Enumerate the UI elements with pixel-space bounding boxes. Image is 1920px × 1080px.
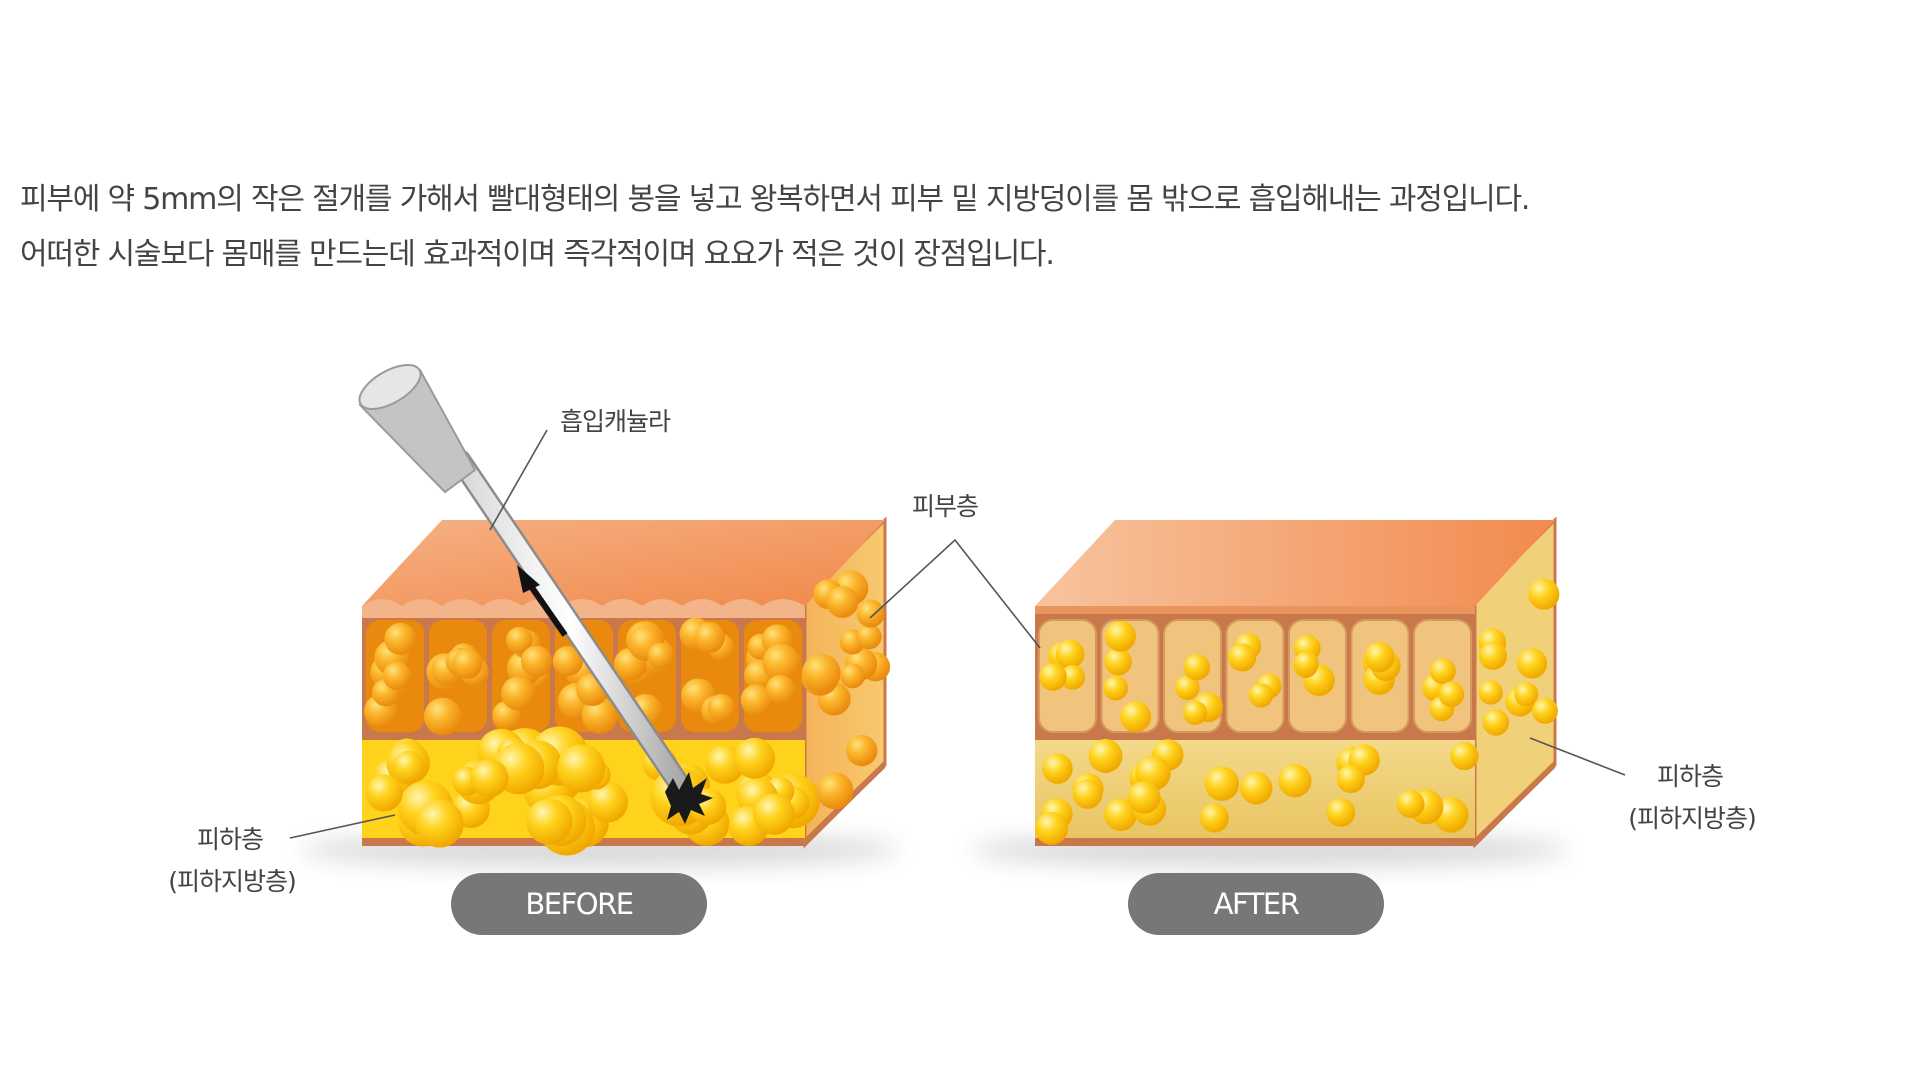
after-side-fat (1478, 578, 1560, 736)
suction-burst-icon (665, 772, 713, 824)
fat-globule (1035, 811, 1069, 845)
fat-globule (365, 774, 403, 812)
fat-globule (1088, 738, 1123, 773)
fat-globule (801, 653, 841, 693)
before-button-label: BEFORE (525, 887, 632, 921)
fat-globule (1482, 709, 1510, 736)
fat-globule (1103, 675, 1129, 701)
fat-globule (470, 759, 509, 798)
fat-globule (740, 684, 772, 716)
cannula-label: 흡입캐뉼라 (560, 407, 671, 436)
fat-globule (587, 781, 629, 823)
fat-globule (1248, 683, 1274, 708)
fat-globule (452, 648, 483, 679)
fat-globule (501, 676, 535, 711)
fat-globule (415, 799, 464, 848)
suction-cannula (358, 364, 713, 824)
fat-globule (1478, 680, 1503, 705)
fat-globule (1042, 753, 1073, 784)
fat-globule (1183, 653, 1211, 681)
description: 피부에 약 5mm의 작은 절개를 가해서 빨대형태의 봉을 넣고 왕복하면서 … (20, 172, 1880, 282)
fat-globule (1105, 620, 1136, 652)
fat-globule (765, 674, 795, 705)
fat-globule (1200, 803, 1229, 833)
fat-globule (506, 626, 533, 654)
fat-globule (1104, 647, 1132, 676)
subq-label-right-2: (피하지방층) (1628, 804, 1756, 833)
fat-globule (1479, 641, 1508, 670)
before-fat-cells (364, 617, 802, 736)
fat-globule (762, 643, 800, 681)
after-button-label: AFTER (1214, 887, 1300, 921)
description-line-2: 어떠한 시술보다 몸매를 만드는데 효과적이며 즉각적이며 요요가 적은 것이 … (20, 237, 1055, 272)
fat-globule (384, 622, 417, 655)
subq-label-left-1: 피하층 (197, 825, 263, 854)
fat-globule (1514, 682, 1539, 707)
fat-globule (1429, 658, 1456, 685)
fat-globule (1183, 700, 1208, 725)
before-button[interactable]: BEFORE (451, 873, 707, 935)
leader-lines (289, 429, 1626, 839)
fat-globule (1072, 779, 1103, 809)
fat-globule (1528, 578, 1560, 610)
fat-globule (1055, 639, 1085, 669)
fat-globule (753, 793, 795, 835)
fat-globule (1336, 764, 1365, 794)
fat-globule (734, 737, 776, 779)
fat-globule (1240, 772, 1273, 805)
fat-globule (392, 750, 425, 783)
fat-globule (1039, 663, 1067, 691)
fat-globule (1532, 698, 1558, 724)
fat-globule (856, 623, 882, 650)
after-fat-cells (1038, 619, 1472, 733)
skin-layer-label: 피부층 (912, 492, 978, 521)
fat-globule (526, 798, 573, 845)
direction-arrow (527, 583, 568, 637)
subq-label-right-1: 피하층 (1657, 762, 1723, 791)
fat-globule (423, 697, 462, 736)
fat-globule (826, 586, 859, 618)
fat-globule (581, 697, 619, 734)
fat-globule (816, 772, 854, 810)
fat-globule (1120, 701, 1152, 733)
description-line-1: 피부에 약 5mm의 작은 절개를 가해서 빨대형태의 봉을 넣고 왕복하면서 … (20, 182, 1530, 217)
fat-globule (1396, 790, 1425, 819)
fat-globule (694, 622, 725, 653)
fat-globule (1278, 764, 1312, 798)
fat-globule (1060, 664, 1086, 690)
after-subcutaneous-fat (1035, 738, 1479, 845)
fat-globule (840, 663, 865, 689)
fat-globule (1516, 648, 1548, 679)
fat-globule (1104, 798, 1137, 831)
fat-globule (707, 694, 736, 722)
fat-globule (1175, 675, 1200, 700)
fat-globule (1228, 643, 1257, 672)
fat-globule (1438, 681, 1465, 708)
fat-globule (1293, 651, 1319, 676)
fat-globule (856, 599, 885, 628)
fat-globule (1450, 741, 1479, 771)
fat-globule (557, 744, 606, 793)
fat-globule (552, 645, 583, 677)
fat-globule (846, 735, 878, 767)
fat-globule (647, 642, 674, 669)
subq-label-left-2: (피하지방층) (168, 867, 296, 896)
fat-globule (1204, 766, 1240, 801)
after-button[interactable]: AFTER (1128, 873, 1384, 935)
fat-globule (520, 645, 553, 677)
fat-globule (382, 661, 412, 690)
fat-globule (1326, 798, 1356, 827)
fat-globule (1364, 641, 1395, 673)
before-side-fat (801, 570, 891, 810)
fat-globule (1127, 780, 1161, 814)
